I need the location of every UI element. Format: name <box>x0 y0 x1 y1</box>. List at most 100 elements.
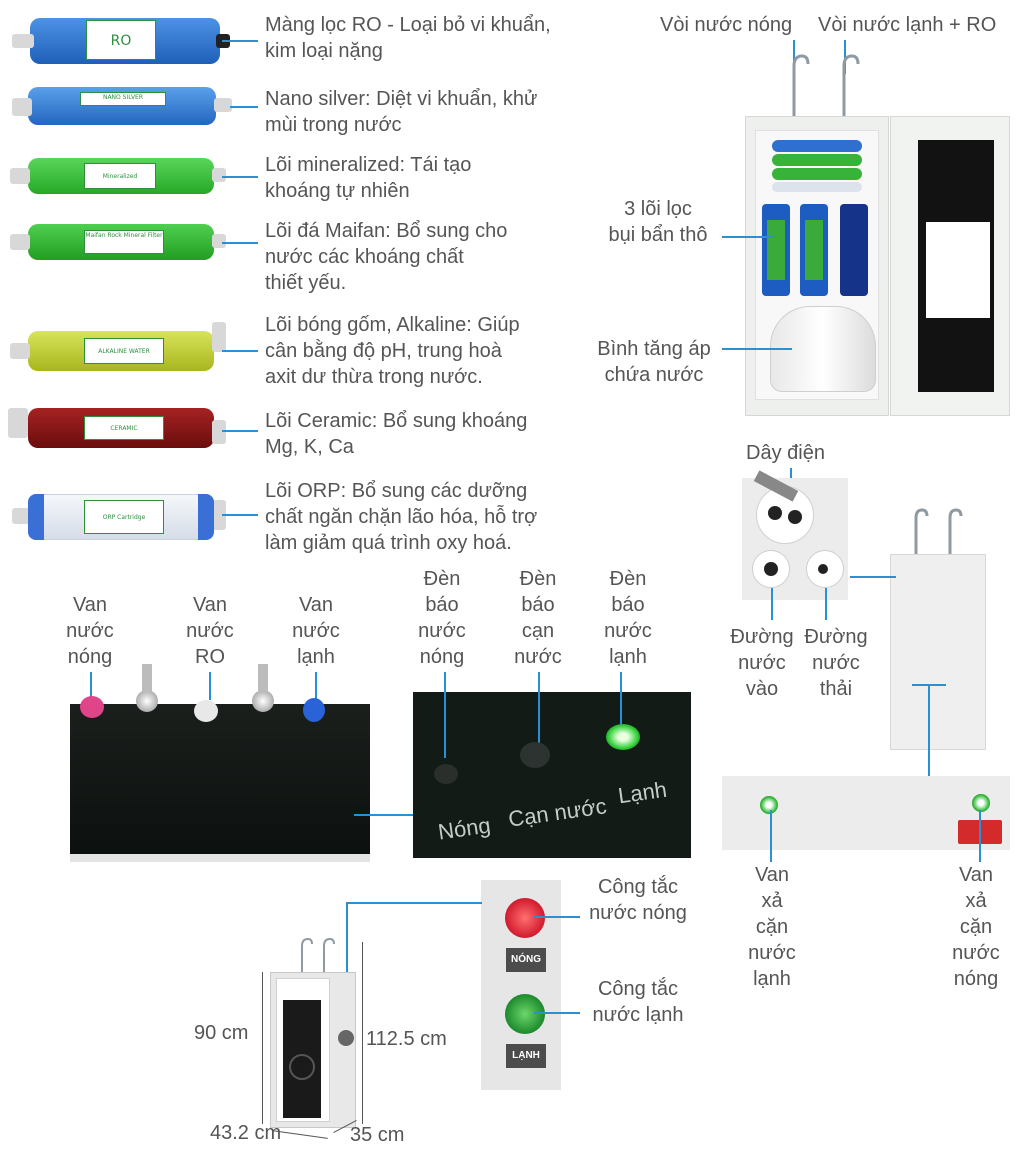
width-label: 43.2 cm <box>210 1122 282 1144</box>
connector-line <box>850 576 896 578</box>
ro-valve-label: Van nước RO <box>186 594 234 668</box>
port-hole <box>818 564 828 574</box>
connector-line <box>346 902 348 986</box>
cold-drain-valve <box>760 796 778 814</box>
height-total-arrow <box>362 942 363 1124</box>
pre-filter-insert <box>767 220 785 280</box>
filter-description-maifan: Lõi đá Maifan: Bổ sung cho nước các khoá… <box>265 220 508 294</box>
port-hole <box>788 510 802 524</box>
panel-stand <box>70 854 370 862</box>
connector-line <box>354 814 414 816</box>
tap-chrome-stem <box>258 664 268 692</box>
connector-line <box>222 176 258 178</box>
connector-line <box>209 672 211 700</box>
cold-indicator-light <box>606 724 640 750</box>
connector-line <box>620 672 622 734</box>
filter-description-mineralized: Lõi mineralized: Tái tạo khoáng tự nhiên <box>265 154 472 202</box>
depth-label: 35 cm <box>350 1124 405 1146</box>
filter-cap <box>12 98 32 116</box>
filter-cap <box>10 168 30 184</box>
height-body-arrow <box>262 972 263 1124</box>
cold-switch[interactable] <box>505 994 545 1034</box>
filter-endcap <box>198 494 214 540</box>
port-hole <box>768 506 782 520</box>
small-filter <box>772 154 862 166</box>
tap-chrome-icon <box>136 690 158 712</box>
connector-line <box>534 1012 580 1014</box>
filter-cap <box>212 420 226 444</box>
filter-label: CERAMIC <box>84 416 164 440</box>
connector-line <box>90 672 92 700</box>
connector-line <box>771 588 773 620</box>
connector-line <box>315 672 317 700</box>
machine-rear-body <box>890 554 986 750</box>
connector-line <box>722 236 774 238</box>
filter-cap <box>212 322 226 352</box>
filter-cap <box>212 168 226 182</box>
ro-valve-knob[interactable] <box>194 700 218 722</box>
machine-front-taps-icon <box>301 937 335 974</box>
rear-taps-icon <box>914 508 963 556</box>
connector-line <box>979 810 981 862</box>
connector-line <box>222 430 258 432</box>
power-cord-label: Dây điện <box>746 442 825 464</box>
filter-cap <box>10 234 30 250</box>
filter-label: Mineralized <box>84 163 156 189</box>
cold-switch-tag: LẠNH <box>506 1044 546 1068</box>
connector-line <box>722 348 792 350</box>
filter-label: ALKALINE WATER <box>84 338 164 364</box>
port-hole <box>764 562 778 576</box>
filter-cap <box>214 98 232 112</box>
filter-cap <box>12 34 34 48</box>
small-filter <box>772 140 862 152</box>
pre-filter-canister <box>840 204 868 296</box>
connector-line <box>844 40 846 74</box>
hot-drain-valve <box>972 794 990 812</box>
filter-description-alkaline: Lõi bóng gốm, Alkaline: Giúp cân bằng độ… <box>265 314 520 388</box>
pre-filter-insert <box>805 220 823 280</box>
filter-cap <box>10 343 30 359</box>
connector-line <box>928 684 930 776</box>
valve-panel <box>70 704 370 854</box>
connector-line <box>222 40 258 42</box>
filter-label: RO <box>86 20 156 60</box>
filter-label: Maifan Rock Mineral Filter <box>84 230 164 254</box>
hot-switch-label: Công tắc nước nóng <box>589 876 687 924</box>
hot-switch-tag: NÓNG <box>506 948 546 972</box>
connector-line <box>346 902 482 904</box>
filter-label: NANO SILVER <box>80 92 166 106</box>
connector-line <box>230 106 258 108</box>
connector-line <box>222 514 258 516</box>
filter-endcap <box>28 494 44 540</box>
connector-line <box>538 672 540 752</box>
hot-tap-label: Vòi nước nóng <box>660 14 793 36</box>
cold-light-label: Đèn báo nước lạnh <box>604 568 652 668</box>
filter-cap <box>212 234 226 248</box>
filter-label: ORP Cartridge <box>84 500 164 534</box>
hot-valve-knob[interactable] <box>80 696 104 718</box>
small-filter <box>772 182 862 192</box>
cold-valve-knob[interactable] <box>303 698 325 722</box>
front-decor-circle <box>289 1054 315 1080</box>
tap-chrome-icon <box>252 690 274 712</box>
hot-light-label: Đèn báo nước nóng <box>418 568 466 668</box>
empty-light-label: Đèn báo cạn nước <box>514 568 562 668</box>
tap-faucets-icon <box>792 54 860 118</box>
height-body-label: 90 cm <box>194 1022 249 1044</box>
cold-switch-label: Công tắc nước lạnh <box>592 978 684 1026</box>
hot-indicator-light <box>434 764 458 784</box>
cold-drain-label: Van xả cặn nước lạnh <box>748 864 796 990</box>
connector-line <box>770 810 772 862</box>
filter-description-orp: Lõi ORP: Bổ sung các dưỡng chất ngăn chặ… <box>265 480 538 554</box>
filter-description-nano-silver: Nano silver: Diệt vi khuẩn, khử mùi tron… <box>265 88 538 136</box>
empty-indicator-light <box>520 742 550 768</box>
cold-tap-label: Vòi nước lạnh + RO <box>818 14 997 36</box>
inlet-label: Đường nước vào <box>730 626 794 700</box>
filter-cap <box>12 508 30 524</box>
connector-line <box>222 350 258 352</box>
hot-drain-label: Van xả cặn nước nóng <box>952 864 1000 990</box>
cold-valve-label: Van nước lạnh <box>292 594 340 668</box>
connector-line <box>825 588 827 620</box>
hot-switch[interactable] <box>505 898 545 938</box>
hot-valve-label: Van nước nóng <box>66 594 114 668</box>
